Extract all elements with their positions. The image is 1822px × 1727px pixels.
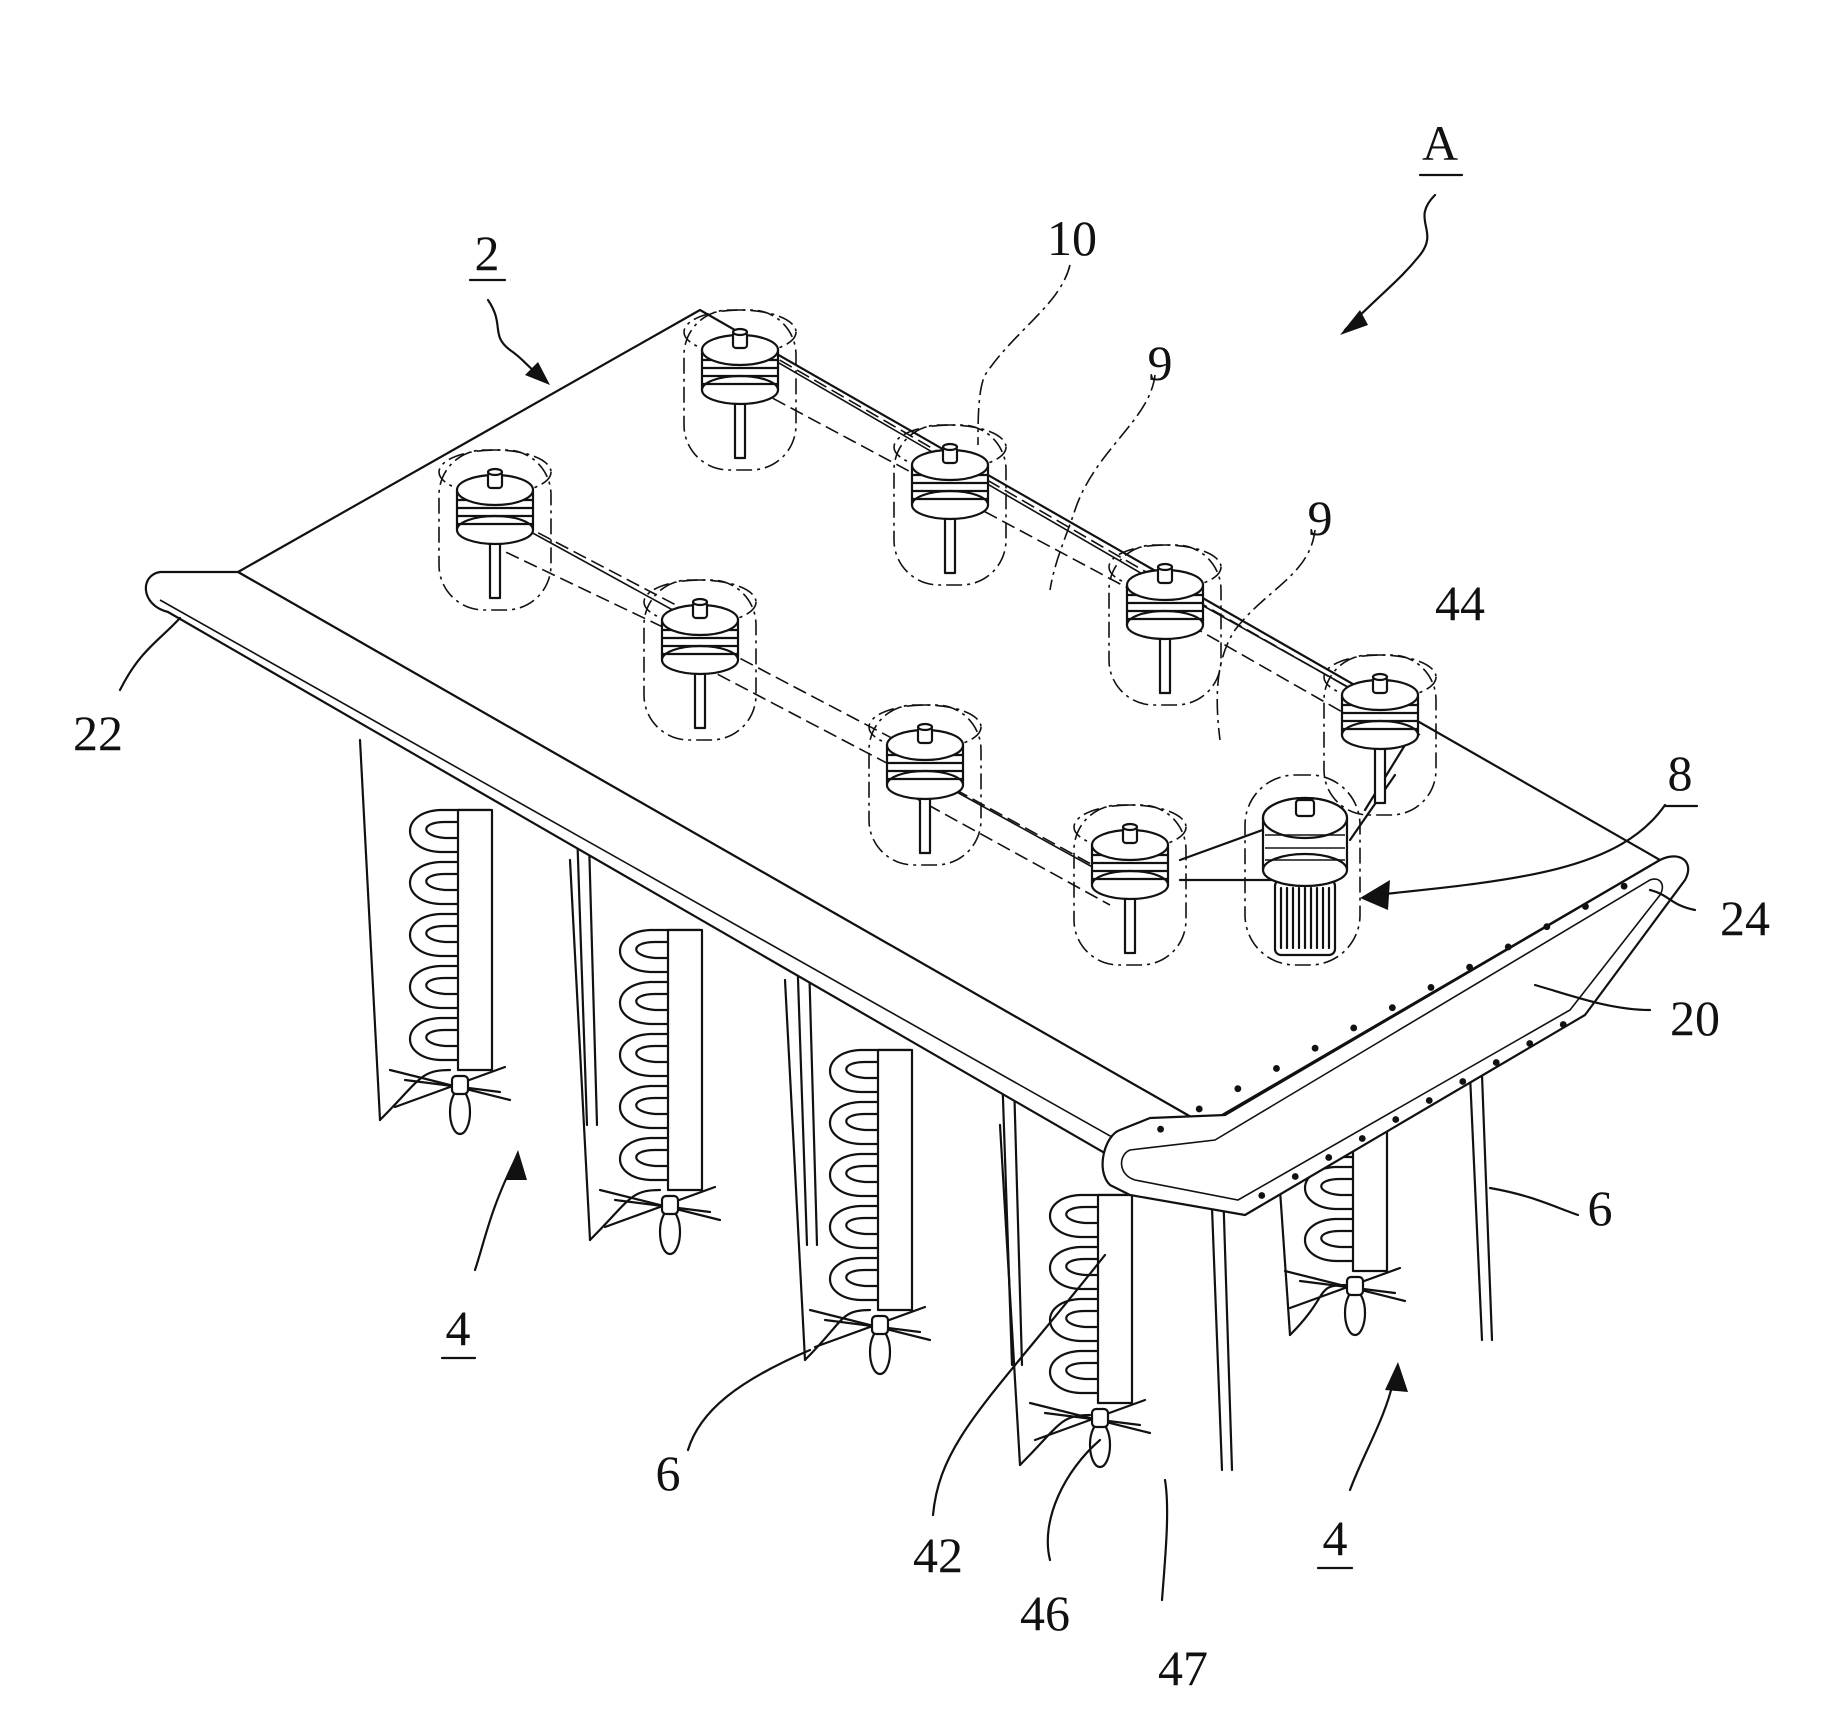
pulley-assembly bbox=[868, 704, 982, 866]
label-motor-unit: 8 bbox=[1668, 745, 1693, 801]
label-assembly: A bbox=[1422, 115, 1458, 171]
label-edge-right: 24 bbox=[1720, 890, 1770, 946]
label-pulley-outline: 10 bbox=[1047, 210, 1097, 266]
auger-unit bbox=[358, 738, 599, 1136]
pulley-assembly bbox=[893, 424, 1007, 586]
leader-lines bbox=[118, 193, 1697, 1602]
label-frame: 2 bbox=[475, 225, 500, 281]
label-edge-left: 22 bbox=[73, 705, 123, 761]
label-blade-right: 6 bbox=[1588, 1180, 1613, 1236]
label-screw: 42 bbox=[913, 1527, 963, 1583]
label-unit-left: 4 bbox=[446, 1300, 471, 1356]
label-blade-left: 6 bbox=[656, 1445, 681, 1501]
pulley-assembly bbox=[643, 579, 757, 741]
pulley-assembly bbox=[1108, 544, 1222, 706]
label-unit-right: 4 bbox=[1323, 1510, 1348, 1566]
label-propeller: 46 bbox=[1020, 1585, 1070, 1641]
pulley-assembly bbox=[1073, 804, 1187, 966]
pulley-assembly bbox=[683, 309, 797, 471]
lower-units bbox=[358, 738, 1494, 1472]
pulley-assembly bbox=[438, 449, 552, 611]
pulley-group bbox=[438, 309, 1437, 966]
label-belt-left: 9 bbox=[1148, 335, 1173, 391]
reference-labels: A 2 10 9 9 44 8 24 20 22 6 6 4 4 42 46 4… bbox=[73, 115, 1770, 1696]
pulley-assembly bbox=[1323, 654, 1437, 816]
label-pulley: 44 bbox=[1435, 575, 1485, 631]
label-hub: 47 bbox=[1158, 1640, 1208, 1696]
channel-rivets bbox=[1157, 882, 1628, 1199]
label-body: 20 bbox=[1670, 990, 1720, 1046]
auger-unit bbox=[568, 858, 819, 1256]
auger-unit bbox=[998, 1123, 1234, 1472]
motor bbox=[1244, 774, 1361, 966]
label-belt-right: 9 bbox=[1308, 490, 1333, 546]
